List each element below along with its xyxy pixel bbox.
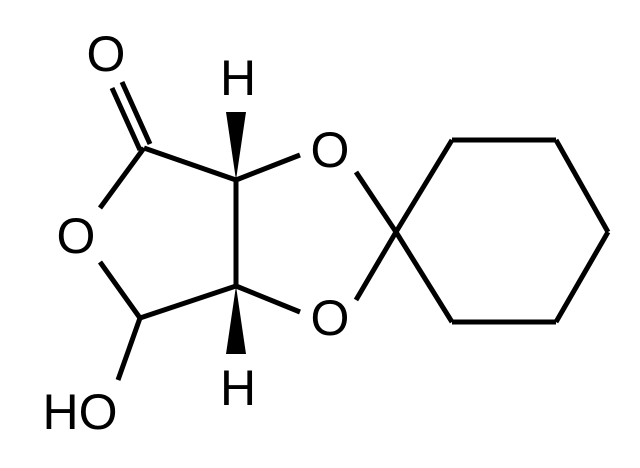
atom-label-hydrogen-bottom: H [220, 360, 256, 416]
wedge-bond-bottom [226, 286, 246, 354]
bond-cyclohexane-3 [553, 138, 611, 234]
bond-cyclohexane-6 [393, 230, 455, 324]
atom-label-dioxolane-oxygen-bottom: O [311, 290, 350, 346]
bond-carbonyl-double-b [119, 80, 153, 146]
bond-cyclohexane-4 [553, 230, 611, 324]
bond-c6a-to-dioxolaneO-bottom [235, 283, 301, 315]
atom-label-hydrogen-top: H [220, 50, 256, 106]
bond-cyclohexane-1 [393, 138, 455, 234]
atom-label-carbonyl-oxygen: O [87, 26, 126, 82]
bond-carbonyl-to-c3a [143, 145, 237, 183]
atom-label-hydroxyl: HO [43, 384, 118, 440]
bond-c6-to-c6a [139, 283, 237, 321]
bond-c6-to-hydroxyl [115, 317, 143, 381]
bond-carbonyl-to-ringO [97, 146, 147, 210]
bond-ringO-to-c6 [97, 260, 143, 320]
bond-dioxolaneO-top-to-spiro [353, 170, 399, 234]
atom-label-ring-oxygen: O [57, 208, 96, 264]
bond-c3a-to-dioxolaneO-top [235, 152, 301, 183]
bond-dioxolaneO-bottom-to-spiro [353, 230, 399, 302]
atom-label-dioxolane-oxygen-top: O [311, 122, 350, 178]
bond-carbonyl-double-a [109, 86, 143, 152]
wedge-bond-top [226, 112, 246, 180]
